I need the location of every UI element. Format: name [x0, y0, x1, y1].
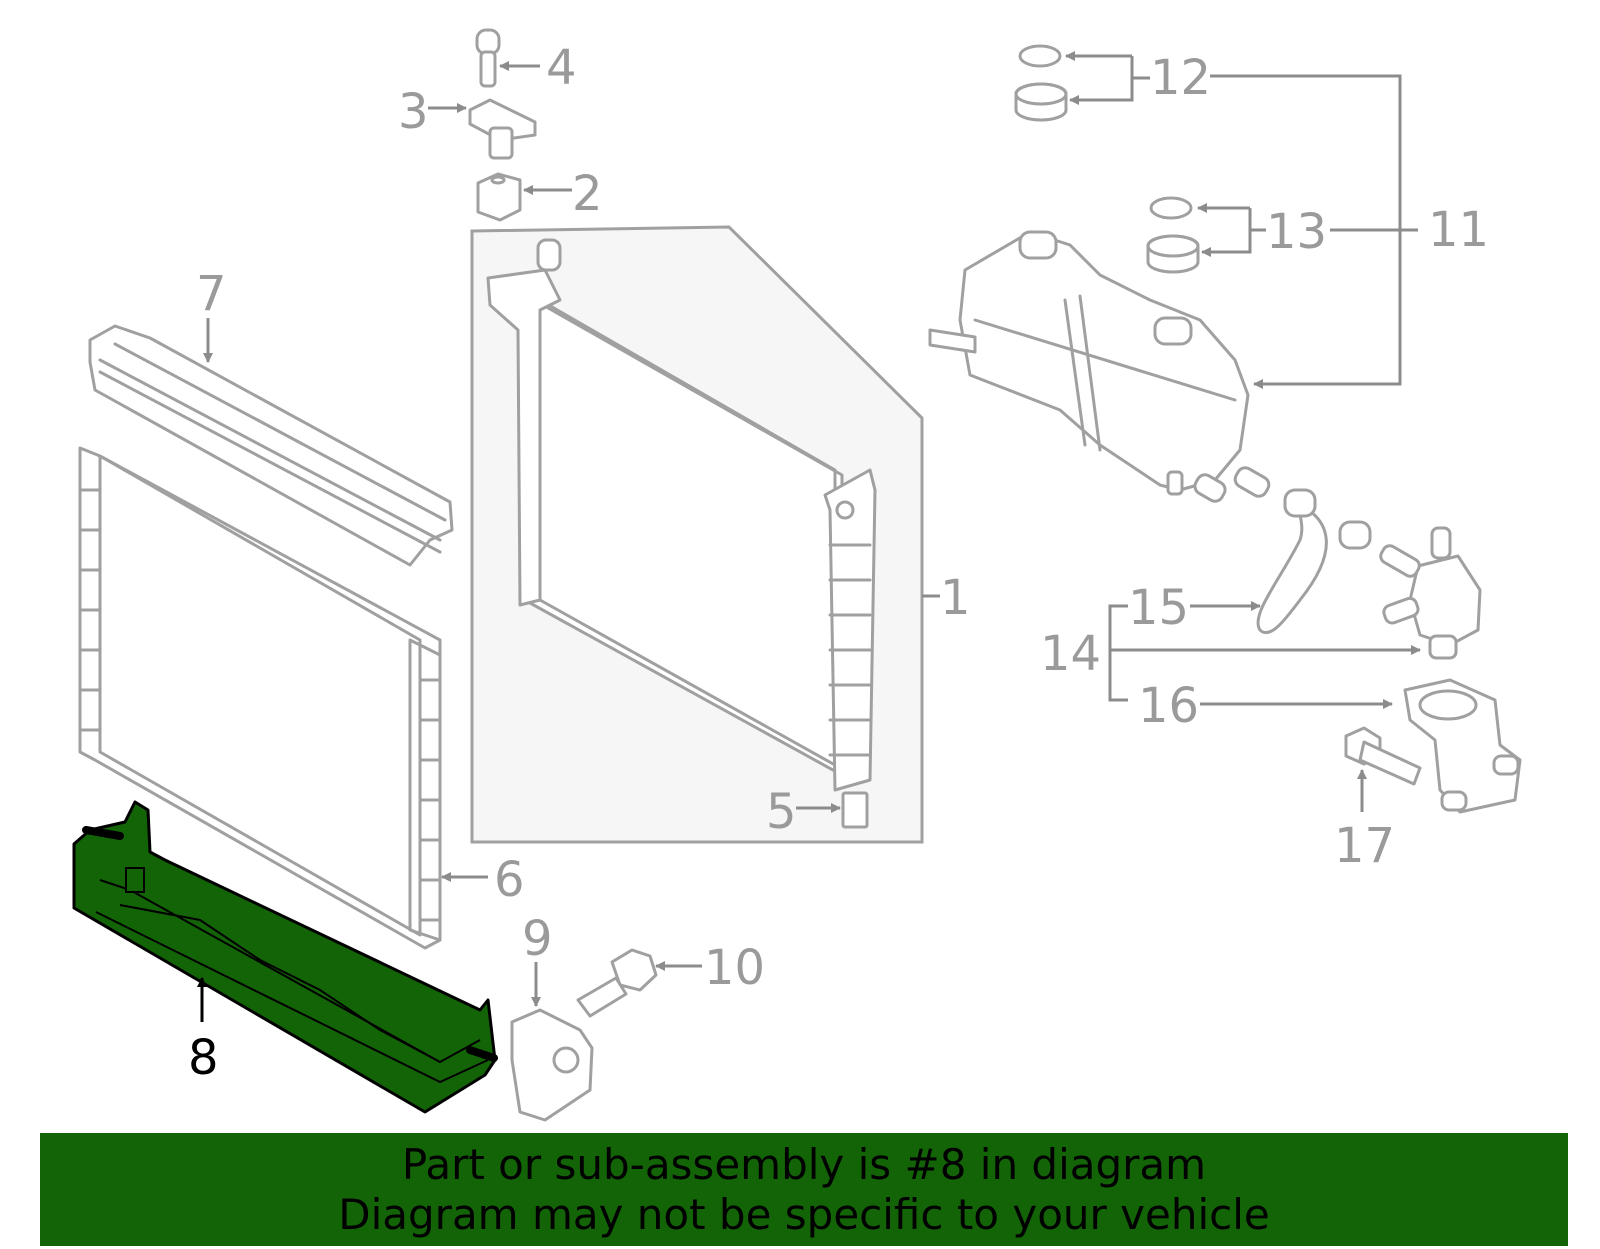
- part-12-cap: [1014, 44, 1068, 122]
- callout-16: 16: [1138, 678, 1199, 734]
- callout-5: 5: [766, 784, 797, 840]
- part-6-condenser: [78, 446, 442, 950]
- part-11-reservoir-tank: [928, 230, 1271, 503]
- part-16-thermostat-housing: [1403, 678, 1522, 814]
- callout-10: 10: [704, 940, 765, 996]
- callout-9: 9: [522, 911, 553, 967]
- callout-11: 11: [1428, 202, 1489, 258]
- part-4-bolt: [475, 28, 501, 88]
- part-17-bolt: [1344, 726, 1422, 786]
- callout-4: 4: [546, 40, 577, 96]
- callout-6: 6: [494, 852, 525, 908]
- callout-1: 1: [940, 570, 971, 626]
- part-7-air-guide: [88, 324, 454, 567]
- part-14-pump-assembly: [1379, 526, 1482, 660]
- info-banner: Part or sub-assembly is #8 in diagram Di…: [40, 1133, 1568, 1246]
- callout-15: 15: [1128, 580, 1189, 636]
- callout-2: 2: [572, 166, 603, 222]
- part-2-bushing: [476, 172, 522, 222]
- callout-8: 8: [188, 1030, 219, 1086]
- callout-3: 3: [398, 84, 429, 140]
- part-10-bolt: [576, 948, 658, 1018]
- callout-17: 17: [1334, 818, 1395, 874]
- part-3-bracket: [468, 98, 537, 160]
- callout-14: 14: [1040, 626, 1101, 682]
- part-8-lower-air-guide: [72, 800, 498, 1114]
- banner-line-1: Part or sub-assembly is #8 in diagram: [401, 1139, 1207, 1189]
- part-5-clip: [841, 791, 869, 829]
- callout-12: 12: [1150, 50, 1211, 106]
- callout-7: 7: [196, 266, 227, 322]
- leader-13b: [1201, 208, 1252, 257]
- leader-14-bracket: [1108, 604, 1128, 702]
- part-1-radiator-assembly: [470, 225, 924, 844]
- leader-12b: [1069, 56, 1134, 105]
- part-13-cap: [1146, 196, 1200, 274]
- banner-line-2: Diagram may not be specific to your vehi…: [338, 1189, 1270, 1239]
- part-9-mount: [510, 1008, 594, 1122]
- part-15-hose: [1256, 488, 1372, 635]
- callout-13: 13: [1266, 204, 1327, 260]
